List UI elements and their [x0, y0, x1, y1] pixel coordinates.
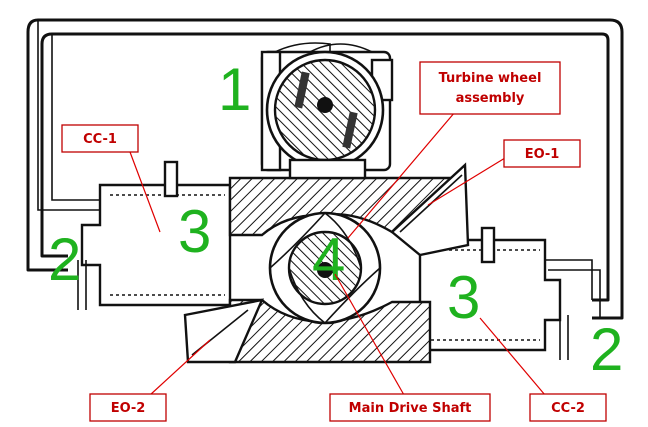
leader-eo1 — [427, 157, 506, 206]
callout-cc1-text: CC-1 — [83, 132, 117, 147]
callout-turbine-wheel-line2: assembly — [456, 91, 525, 106]
callout-eo2: EO-2 — [89, 393, 167, 422]
center-turbine-wheel — [268, 211, 382, 325]
leader-lines — [129, 111, 546, 396]
outer-duct — [26, 18, 624, 320]
leader-turbine-wheel — [347, 111, 456, 239]
callout-cc1: CC-1 — [61, 124, 139, 153]
callout-cc2: CC-2 — [529, 393, 607, 422]
combustion-chamber-cc2 — [418, 226, 569, 360]
callout-eo1: EO-1 — [503, 139, 581, 168]
callout-eo1-text: EO-1 — [525, 147, 560, 162]
spark-plug-left — [163, 160, 179, 198]
callout-cc2-text: CC-2 — [551, 401, 585, 416]
main-drive-shaft-hub — [317, 262, 333, 278]
combustion-chamber-cc1 — [77, 160, 232, 310]
callout-eo2-text: EO-2 — [111, 401, 146, 416]
number-2-right: 2 — [590, 316, 623, 383]
spark-plug-right — [480, 226, 496, 264]
callout-turbine-wheel: Turbine wheel assembly — [419, 61, 561, 115]
leader-cc2 — [479, 317, 546, 396]
number-3-left: 3 — [178, 198, 211, 265]
callout-main-drive-shaft: Main Drive Shaft — [329, 393, 491, 422]
number-3-right: 3 — [447, 264, 480, 331]
leader-main-drive-shaft — [334, 273, 405, 396]
leader-cc1 — [129, 151, 161, 233]
callout-main-drive-shaft-text: Main Drive Shaft — [349, 401, 472, 416]
number-2-left: 2 — [48, 226, 81, 293]
callout-turbine-wheel-line1: Turbine wheel — [439, 71, 542, 86]
top-turbine-housing — [260, 42, 394, 180]
number-1-turbine: 1 — [218, 56, 251, 123]
leader-eo2 — [149, 339, 211, 396]
